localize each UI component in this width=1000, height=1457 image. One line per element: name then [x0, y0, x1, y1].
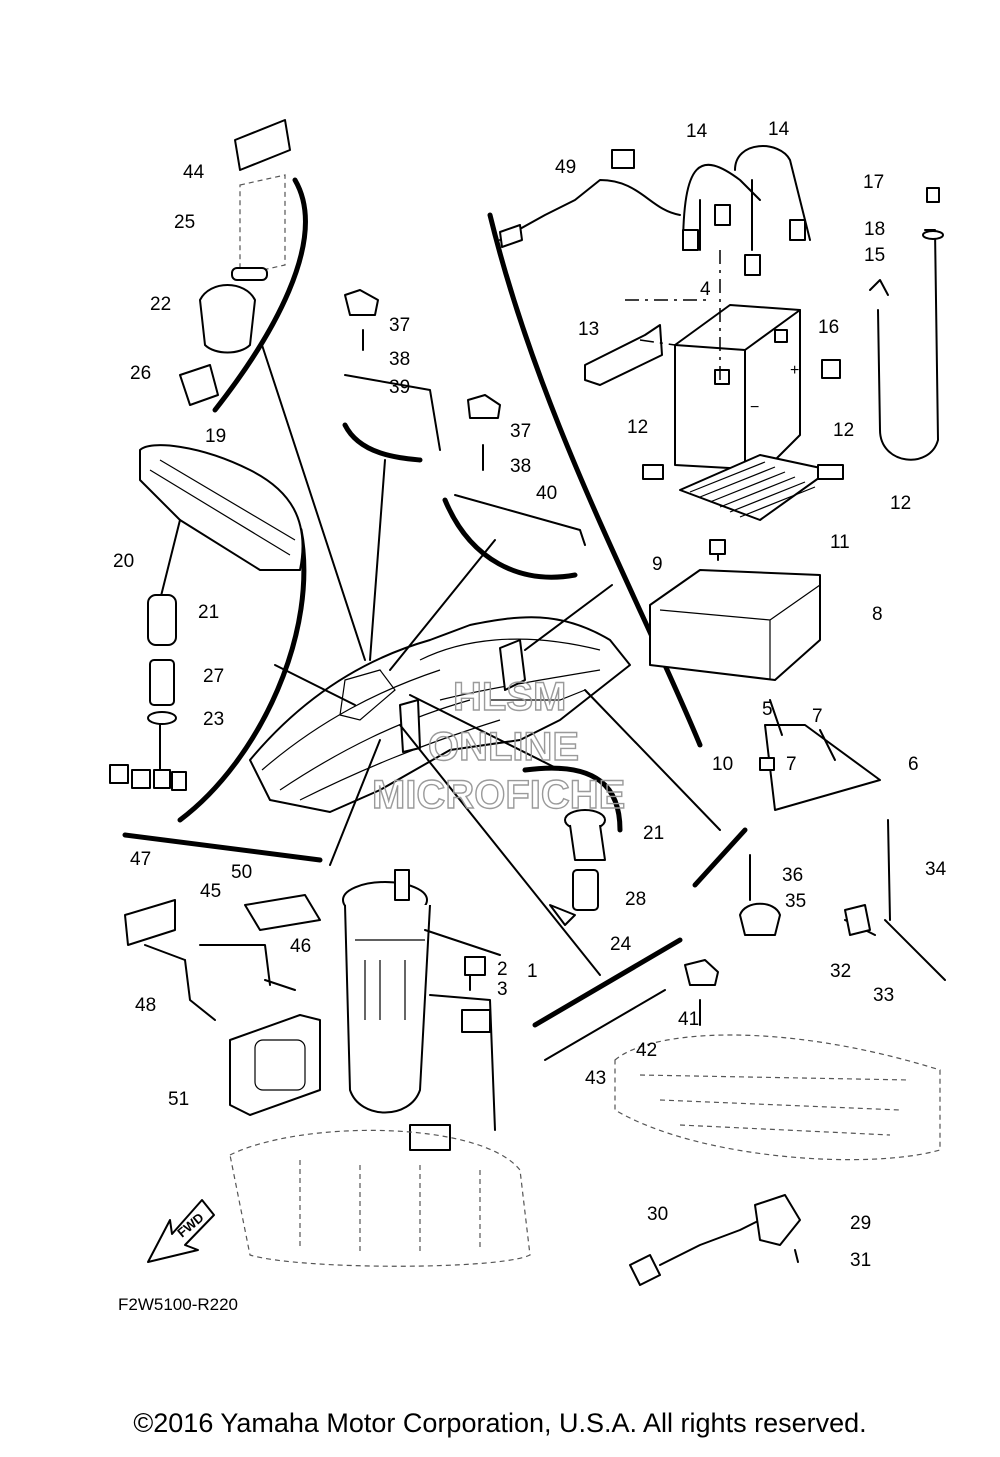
part-label: 25: [174, 212, 195, 233]
part-label: 1: [527, 961, 538, 982]
part-label: 46: [290, 936, 311, 957]
part-label: 42: [636, 1040, 657, 1061]
part-label: 22: [150, 294, 171, 315]
part-label: 44: [183, 162, 205, 183]
fuel-tank-outline: [229, 1034, 941, 1267]
part-label: 33: [873, 985, 894, 1006]
part-label: 9: [652, 554, 663, 575]
part-label: 38: [510, 456, 531, 477]
svg-text:MICROFICHE: MICROFICHE: [372, 773, 625, 817]
part-label: 13: [578, 319, 599, 340]
part-label: 30: [647, 1204, 668, 1225]
part-label: 19: [205, 426, 226, 447]
part-label: 16: [818, 317, 839, 338]
forward-arrow-icon: FWD: [147, 1199, 215, 1263]
part-label: 37: [510, 421, 531, 442]
part-label: 39: [389, 377, 410, 398]
meter-assembly: [109, 444, 304, 791]
part-label: 4: [700, 279, 711, 300]
diagram-code: F2W5100-R220: [118, 1295, 238, 1314]
leader-lines: [261, 344, 721, 976]
group-separators: [122, 177, 748, 1028]
part-label: 38: [389, 349, 410, 370]
part-label: 27: [203, 666, 224, 687]
part-label: 5: [762, 699, 773, 720]
part-label: 45: [200, 881, 221, 902]
part-label: 14: [768, 119, 790, 140]
battery-plus-mark: +: [790, 362, 799, 379]
part-label: 20: [113, 551, 134, 572]
part-label: 3: [497, 979, 508, 1000]
part-label: 43: [585, 1068, 606, 1089]
part-label: 12: [890, 493, 911, 514]
part-label: 29: [850, 1213, 871, 1234]
part-label: 41: [678, 1009, 699, 1030]
part-label: 47: [130, 849, 151, 870]
sensor-parts: [179, 119, 586, 546]
part-callouts: 1 2 3 4 5 6 7 7 8 9 10 11 12 12 12 13 14…: [113, 119, 947, 1271]
part-label: 11: [830, 532, 850, 553]
part-label: 7: [812, 706, 823, 727]
fuel-pump-assembly: [124, 869, 501, 1151]
part-label: 18: [864, 219, 885, 240]
part-label: 17: [863, 172, 884, 193]
part-label: 49: [555, 157, 576, 178]
part-label: 34: [925, 859, 947, 880]
part-label: 6: [908, 754, 919, 775]
part-label: 12: [627, 417, 648, 438]
part-label: 36: [782, 865, 803, 886]
part-label: 8: [872, 604, 883, 625]
part-label: 24: [610, 934, 632, 955]
part-label: 32: [830, 961, 851, 982]
part-label: 37: [389, 315, 410, 336]
watercraft-hull: [249, 616, 631, 813]
part-label: 51: [168, 1089, 189, 1110]
part-label: 40: [536, 483, 557, 504]
part-label: 26: [130, 363, 151, 384]
part-label: 15: [864, 245, 885, 266]
part-label: 28: [625, 889, 646, 910]
part-label: 48: [135, 995, 156, 1016]
watermark: HLSM ONLINE MICROFICHE: [371, 674, 626, 817]
svg-text:HLSM: HLSM: [453, 675, 566, 719]
part-label: 12: [833, 420, 854, 441]
part-label: 23: [203, 709, 224, 730]
fastener-parts: [544, 809, 946, 1286]
part-label: 2: [497, 959, 508, 980]
part-label: 21: [643, 823, 664, 844]
part-label: 31: [850, 1250, 871, 1271]
svg-text:ONLINE: ONLINE: [428, 725, 579, 769]
copyright-notice: ©2016 Yamaha Motor Corporation, U.S.A. A…: [133, 1408, 867, 1438]
part-label: 50: [231, 862, 252, 883]
part-label: 7: [786, 754, 797, 775]
part-label: 14: [686, 121, 708, 142]
battery-minus-mark: −: [750, 399, 759, 416]
part-label: 10: [712, 754, 733, 775]
part-label: 21: [198, 602, 219, 623]
battery-assembly: [499, 145, 944, 811]
part-label: 35: [785, 891, 806, 912]
